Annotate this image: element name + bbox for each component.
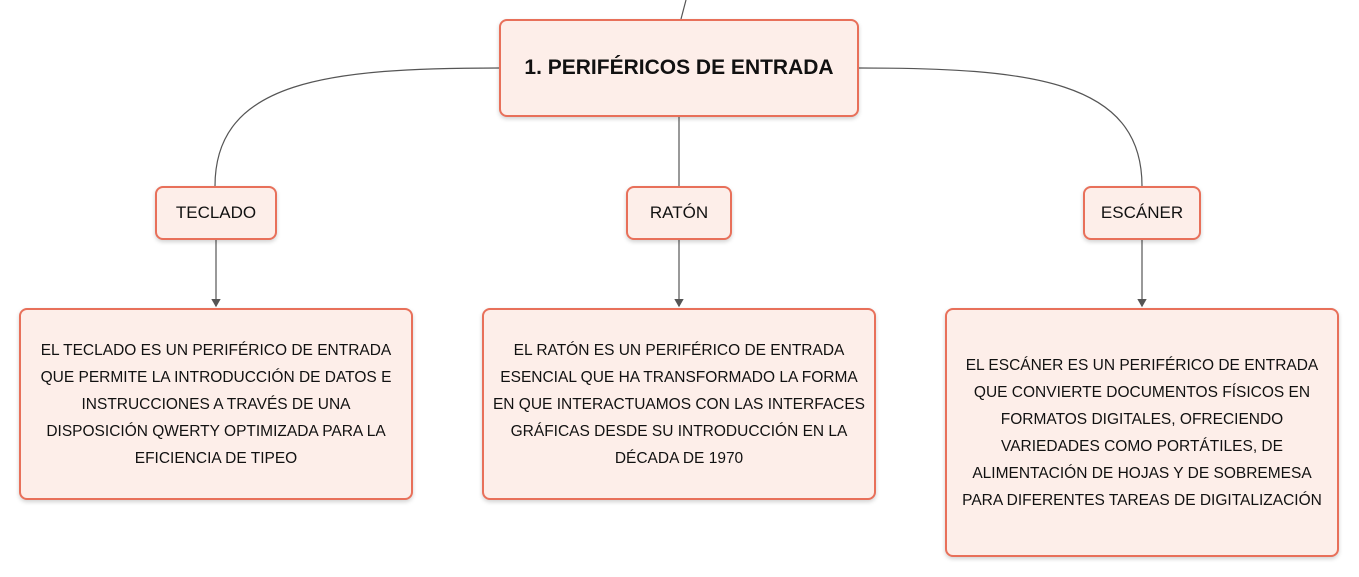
- main-topic-node[interactable]: 1. PERIFÉRICOS DE ENTRADA: [499, 19, 859, 117]
- category-node-raton[interactable]: RATÓN: [626, 186, 732, 240]
- category-node-teclado[interactable]: TECLADO: [155, 186, 277, 240]
- description-text-teclado: EL TECLADO ES UN PERIFÉRICO DE ENTRADA Q…: [40, 341, 392, 467]
- description-node-escaner[interactable]: EL ESCÁNER ES UN PERIFÉRICO DE ENTRADA Q…: [945, 308, 1339, 557]
- category-label-escaner: ESCÁNER: [1100, 203, 1184, 222]
- connector-parent-to-main: [680, 0, 687, 20]
- category-label-raton: RATÓN: [649, 203, 709, 222]
- main-topic-label: 1. PERIFÉRICOS DE ENTRADA: [524, 56, 834, 79]
- description-text-escaner: EL ESCÁNER ES UN PERIFÉRICO DE ENTRADA Q…: [962, 356, 1322, 509]
- category-node-escaner[interactable]: ESCÁNER: [1083, 186, 1201, 240]
- connector-main-to-escaner: [858, 67, 1143, 187]
- description-node-raton[interactable]: EL RATÓN ES UN PERIFÉRICO DE ENTRADA ESE…: [482, 308, 876, 500]
- description-text-raton: EL RATÓN ES UN PERIFÉRICO DE ENTRADA ESE…: [492, 341, 866, 467]
- category-label-teclado: TECLADO: [175, 203, 257, 222]
- description-node-teclado[interactable]: EL TECLADO ES UN PERIFÉRICO DE ENTRADA Q…: [19, 308, 413, 500]
- connector-main-to-teclado: [214, 67, 500, 187]
